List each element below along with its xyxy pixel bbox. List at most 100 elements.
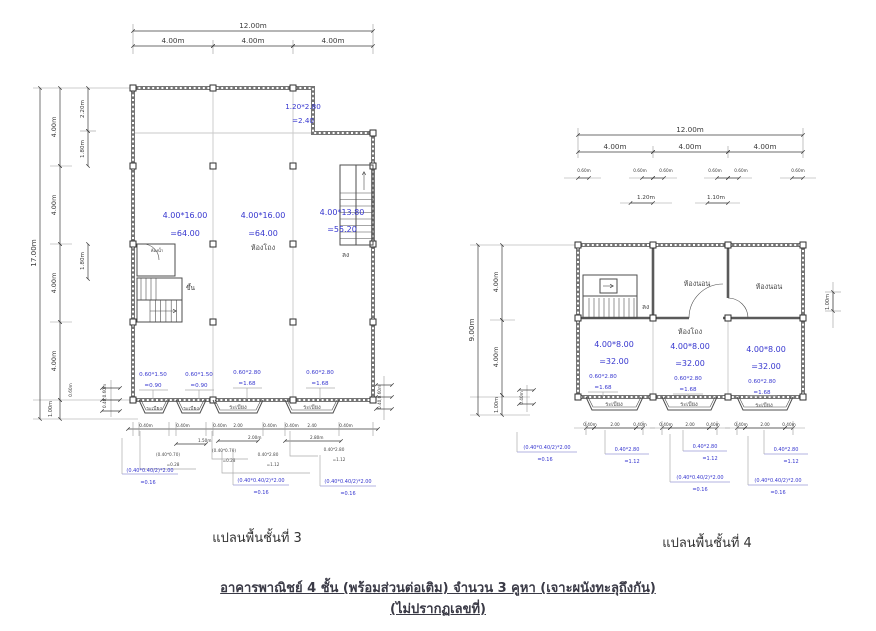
plan4-room-labels: ห้องนอน ห้องนอน ห้องโถง 4.00*8.00 =32.00… <box>588 279 786 397</box>
annotation-blue: =1.12 <box>702 456 717 462</box>
dim-label-small: 0.40m <box>176 423 189 428</box>
dim-label-small: 0.40m <box>659 422 672 427</box>
dim-label-bottom-row: 1.00m <box>494 397 500 413</box>
balcony-area-label: 0.60*2.80 <box>233 370 261 376</box>
bathroom-label: ห้องน้ำ <box>151 247 164 253</box>
balcony-area-label: =1.68 <box>679 387 697 393</box>
plan3-room-labels: 1.20*2.80 =2.40 4.00*16.00 =64.00 4.00*1… <box>163 102 365 252</box>
dim-label-small: 0.40m <box>263 423 276 428</box>
room-area-label: =32.00 <box>675 359 705 368</box>
dim-label-small: 2.80m <box>310 435 323 440</box>
balcony-label: ระเบียง <box>680 401 698 408</box>
dim-label-small: 0.40m <box>782 422 795 427</box>
balcony-area-label: 0.60*2.80 <box>589 374 617 380</box>
dim-label-small: 0.60m <box>734 168 747 173</box>
plan4-bottom-annotations: 0.40*2.80 =1.12 0.40*2.80 =1.12 0.40*2.8… <box>516 430 808 496</box>
room-area-label: 4.00*16.00 <box>241 211 286 220</box>
room-area-label: 4.00*8.00 <box>594 340 634 349</box>
room-area-label: =32.00 <box>751 362 781 371</box>
plan4-balconies: ระเบียง ระเบียง ระเบียง <box>585 396 794 411</box>
dim-label-small: 2.00 <box>760 422 770 427</box>
plan3-right-dimensions: 0.40,0.60m <box>374 376 394 420</box>
dim-label-small: 2.40 <box>307 423 317 428</box>
annotation-blue: =0.16 <box>692 487 707 493</box>
dim-label-small: 0.60m <box>68 383 73 396</box>
annotation-blue: (0.40*0.40/2)*2.00 <box>237 478 284 484</box>
dim-label-small: 0.40m <box>706 422 719 427</box>
plan4-caption: แปลนพื้นชั้นที่ 4 <box>662 536 752 551</box>
dim-label-small: 0.40m <box>339 423 352 428</box>
annotation-blue: 0.40*2.80 <box>693 444 718 450</box>
room-area-label: 4.00*13.80 <box>320 208 365 217</box>
dim-label-small: 1.20m <box>637 195 655 201</box>
annotation: (0.40*0.70) <box>156 452 180 457</box>
plan4-right-dimensions: 1.00m <box>825 282 841 328</box>
balcony-label: ระเบียง <box>146 405 162 412</box>
annotation: =1.12 <box>267 462 280 467</box>
annotation-blue: 0.40*2.80 <box>615 447 640 453</box>
balcony-area-label: 0.60*2.80 <box>748 379 776 385</box>
plan3-stair-up: ขึ้น <box>136 277 195 323</box>
hall-label: ห้องโถง <box>251 243 275 252</box>
plan3-bathroom: ห้องน้ำ <box>136 243 176 277</box>
annotation-blue: =1.12 <box>624 459 639 465</box>
dim-label-small: 0.60m <box>659 168 672 173</box>
hall-label: ห้องโถง <box>678 327 702 336</box>
dim-label-inner: 1.80m <box>80 252 86 270</box>
balcony-area-label: =1.68 <box>594 385 612 391</box>
dim-label-small: 0.60m <box>791 168 804 173</box>
annotation-blue: =0.16 <box>340 491 355 497</box>
dim-label-inner: 2.20m <box>80 100 86 118</box>
annotation: 0.40*2.80 <box>324 447 345 452</box>
notch-area-label: 1.20*2.80 <box>285 102 321 111</box>
plan4-top-dimensions: 12.00m 4.00m 4.00m 4.00m 0.60m 0.60m 0.6… <box>564 125 816 205</box>
drawing-title: อาคารพาณิชย์ 4 ชั้น (พร้อมส่วนต่อเติม) จ… <box>220 581 656 596</box>
balcony-area-label: =0.90 <box>190 383 208 389</box>
dim-label-small: 0.40m <box>285 423 298 428</box>
drawing-subtitle: (ไม่ปรากฏเลขที่) <box>390 602 486 617</box>
annotation-blue: =1.12 <box>783 459 798 465</box>
balcony-label: ระเบียง <box>183 405 199 412</box>
plan3-caption: แปลนพื้นชั้นที่ 3 <box>212 531 302 546</box>
room-area-label: 4.00*8.00 <box>746 345 786 354</box>
plan4-gridlines <box>652 318 729 397</box>
plan3-top-dimensions: 12.00m 4.00m 4.00m 4.00m <box>131 21 375 54</box>
dim-label-total-height: 17.00m <box>29 239 38 267</box>
balcony-area-label: =0.90 <box>144 383 162 389</box>
dim-label-row: 4.00m <box>50 195 58 216</box>
dim-label-small: 0.60m <box>708 168 721 173</box>
dim-label-inner: 1.80m <box>80 140 86 158</box>
room-area-label: =32.00 <box>599 357 629 366</box>
annotation-blue: =0.16 <box>770 490 785 496</box>
balcony-label: ระเบียง <box>229 404 247 411</box>
plan4-stair: ลง <box>582 274 649 319</box>
balcony-label: ระเบียง <box>605 401 623 408</box>
dim-label-span: 4.00m <box>603 142 626 151</box>
dim-label-small: 0.60m <box>577 168 590 173</box>
dim-label-rotated: 0.40,0.60m <box>102 384 107 408</box>
bedroom-label: ห้องนอน <box>756 282 783 291</box>
plan3-bottom-annotations: (0.40*0.70) =0.28 (0.40*0.70) =0.28 0.40… <box>121 431 376 497</box>
dim-label-small: 0.40m <box>583 422 596 427</box>
dim-label-row: 4.00m <box>492 347 500 368</box>
annotation-blue: (0.40*0.40/2)*2.00 <box>126 468 173 474</box>
dim-label-small: 1.10m <box>707 195 725 201</box>
balcony-label: ระเบียง <box>303 404 321 411</box>
balcony-area-label: =1.68 <box>238 381 256 387</box>
dim-label-row: 4.00m <box>50 351 58 372</box>
balcony-area-label: =1.68 <box>311 381 329 387</box>
annotation: 0.40*2.80 <box>258 452 279 457</box>
dim-label-total-width: 12.00m <box>239 21 267 30</box>
dim-label-small: 2.00m <box>248 435 261 440</box>
dim-label-rotated: 0.40,0.60m <box>377 385 382 409</box>
annotation: =0.28 <box>167 462 180 467</box>
dim-label-total-width: 12.00m <box>676 125 704 134</box>
annotation: =0.28 <box>223 458 236 463</box>
dim-label-bottom-row: 1.00m <box>48 401 54 417</box>
stair-up-label: ขึ้น <box>186 283 195 292</box>
room-area-label: 4.00*8.00 <box>670 342 710 351</box>
balcony-area-label: =1.68 <box>753 390 771 396</box>
stair-down-label: ลง <box>642 303 649 311</box>
